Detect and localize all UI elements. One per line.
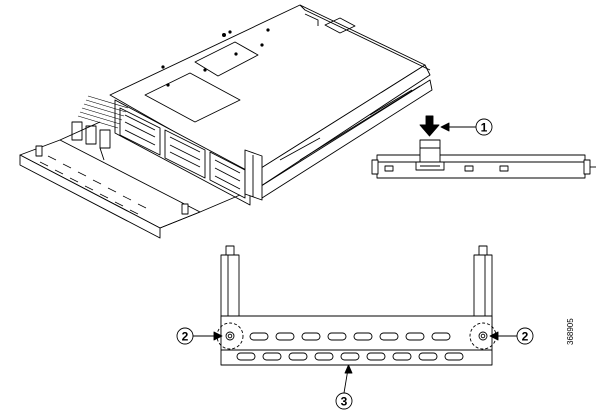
sfp-ports bbox=[124, 114, 241, 190]
push-arrow bbox=[419, 115, 440, 137]
top-window bbox=[194, 41, 259, 77]
module-bracket bbox=[19, 121, 241, 239]
callout-1: 1 bbox=[440, 118, 493, 136]
ejector-latches bbox=[71, 121, 111, 161]
callout-3-label: 3 bbox=[341, 395, 348, 409]
callout-2-right: 2 bbox=[489, 327, 534, 345]
callout-2-right-label: 2 bbox=[522, 330, 529, 344]
detail-view-bracket bbox=[371, 139, 596, 179]
line-card-module bbox=[71, 4, 433, 206]
callout-3: 3 bbox=[335, 364, 353, 410]
bracket-front-view bbox=[216, 245, 497, 366]
callout-2-left-label: 2 bbox=[182, 330, 189, 344]
bracket-slots-bottom bbox=[236, 352, 464, 361]
captive-screw bbox=[419, 139, 441, 163]
top-screws bbox=[161, 28, 270, 87]
callout-2-left: 2 bbox=[176, 327, 223, 345]
bracket-slots-top bbox=[249, 332, 451, 341]
callout-1-label: 1 bbox=[481, 121, 488, 135]
figure-id: 368905 bbox=[566, 318, 575, 345]
heat-sink bbox=[77, 95, 129, 129]
